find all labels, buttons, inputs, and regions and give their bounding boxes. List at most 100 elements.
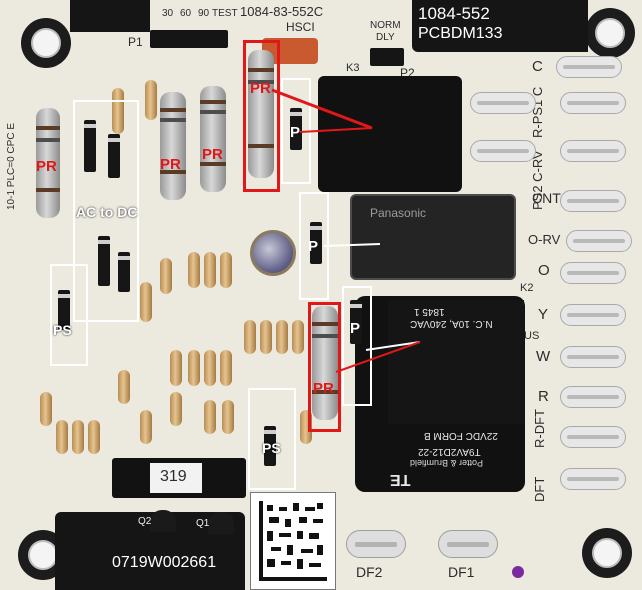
terminal-o[interactable] (560, 262, 626, 284)
annotation-label-p: P (290, 124, 301, 141)
annotation-label-ps: PS (53, 322, 72, 338)
small-resistor (56, 420, 68, 454)
small-resistor (204, 400, 216, 434)
terminal-label-cnt: CNT (532, 190, 561, 206)
small-resistor (244, 320, 256, 354)
k2-label: K2 (520, 282, 534, 294)
small-resistor (40, 392, 52, 426)
jumper-label-90: 90 (198, 8, 210, 19)
annotation-box-ps-bottom (248, 388, 296, 490)
diode (350, 300, 362, 344)
header-p1-label: P1 (128, 35, 143, 49)
part-number-top: 1084-83-552C (240, 4, 324, 19)
small-resistor (222, 400, 234, 434)
annotation-box-pr-bottom (308, 302, 341, 432)
terminal-label-orv: O-RV (528, 232, 561, 247)
power-resistor-1 (36, 108, 60, 218)
diode (98, 236, 110, 286)
transistor-q1 (208, 512, 234, 534)
terminal-dft[interactable] (560, 468, 626, 490)
small-resistor (188, 252, 200, 288)
power-resistor-2 (160, 92, 186, 200)
annotation-label-pr: PR (36, 158, 57, 175)
relay-k2-brand: Panasonic (370, 206, 427, 220)
diode (264, 426, 276, 466)
df1-label: DF1 (448, 564, 475, 580)
electrolytic-capacitor (250, 230, 296, 276)
terminal-r[interactable] (560, 386, 626, 408)
top-left-black-strip (70, 0, 150, 32)
transistor-q1-label: Q1 (196, 518, 210, 529)
df1-pad[interactable] (438, 530, 498, 558)
annotation-label-pr: PR (313, 380, 334, 397)
diode (118, 252, 130, 292)
terminal-w[interactable] (560, 346, 626, 368)
small-resistor (204, 350, 216, 386)
small-resistor (140, 410, 152, 444)
small-resistor (292, 320, 304, 354)
mount-hole-top-right (585, 8, 635, 58)
annotation-box-ac-dc (73, 100, 139, 322)
board-id-panel (412, 0, 588, 52)
df2-label: DF2 (356, 564, 383, 580)
terminal-label-r: R (538, 388, 549, 405)
terminal-c[interactable] (560, 92, 626, 114)
small-resistor (170, 392, 182, 426)
ic-label: 319 (160, 468, 187, 485)
small-resistor (160, 258, 172, 294)
small-resistor (220, 252, 232, 288)
small-resistor (72, 420, 84, 454)
terminal-rdft[interactable] (560, 426, 626, 448)
terminal-rps1[interactable] (470, 92, 536, 114)
small-resistor (88, 420, 100, 454)
terminal-y[interactable] (560, 304, 626, 326)
data-matrix-code (250, 492, 336, 590)
small-resistor (276, 320, 288, 354)
serial-number: 0719W002661 (112, 554, 217, 571)
terminal-orv[interactable] (566, 230, 632, 252)
transistor-q2-label: Q2 (138, 516, 152, 527)
annotation-label-p: P (308, 238, 319, 255)
board-id: 1084-552 (418, 4, 490, 23)
annotation-box-p-3 (342, 286, 372, 406)
df2-pad[interactable] (346, 530, 406, 558)
power-resistor-4 (248, 50, 274, 178)
jumper-label-60: 60 (180, 8, 192, 19)
annotation-label-pr: PR (160, 156, 181, 173)
diode (84, 120, 96, 172)
terminal-label-o: O (538, 262, 550, 279)
annotation-label-ac-dc: AC to DC (76, 204, 138, 220)
diode (108, 134, 120, 178)
annotation-label-ps: PS (262, 440, 281, 456)
dly-label: DLY (376, 32, 395, 43)
terminal-label-c-top: C (532, 58, 543, 75)
transistor-q2 (150, 510, 176, 532)
header-norm-dly[interactable] (370, 48, 404, 66)
annotation-box-ps-left (50, 264, 88, 366)
annotation-label-p: P (350, 320, 361, 337)
power-resistor-5 (312, 306, 338, 420)
hsci-label: HSCI (286, 20, 315, 34)
power-resistor-3 (200, 86, 226, 192)
norm-label: NORM (370, 20, 401, 31)
small-resistor (145, 80, 157, 120)
diode (290, 108, 302, 150)
terminal-label-y: Y (538, 306, 549, 323)
board-model: PCBDM133 (418, 25, 503, 42)
terminal-c-top[interactable] (556, 56, 622, 78)
small-resistor (170, 350, 182, 386)
relay-k2-panasonic (350, 194, 516, 280)
jumper-label-test: TEST (212, 8, 238, 19)
small-resistor (112, 88, 124, 134)
relay-k1-label-panel (388, 300, 524, 424)
small-resistor (118, 370, 130, 404)
k3-label: K3 (346, 62, 360, 74)
header-p1[interactable] (150, 30, 228, 48)
small-resistor (140, 282, 152, 322)
terminal-label-w: W (536, 348, 551, 365)
terminal-ps2[interactable] (470, 140, 536, 162)
terminal-cnt[interactable] (560, 190, 626, 212)
terminal-crv[interactable] (560, 140, 626, 162)
